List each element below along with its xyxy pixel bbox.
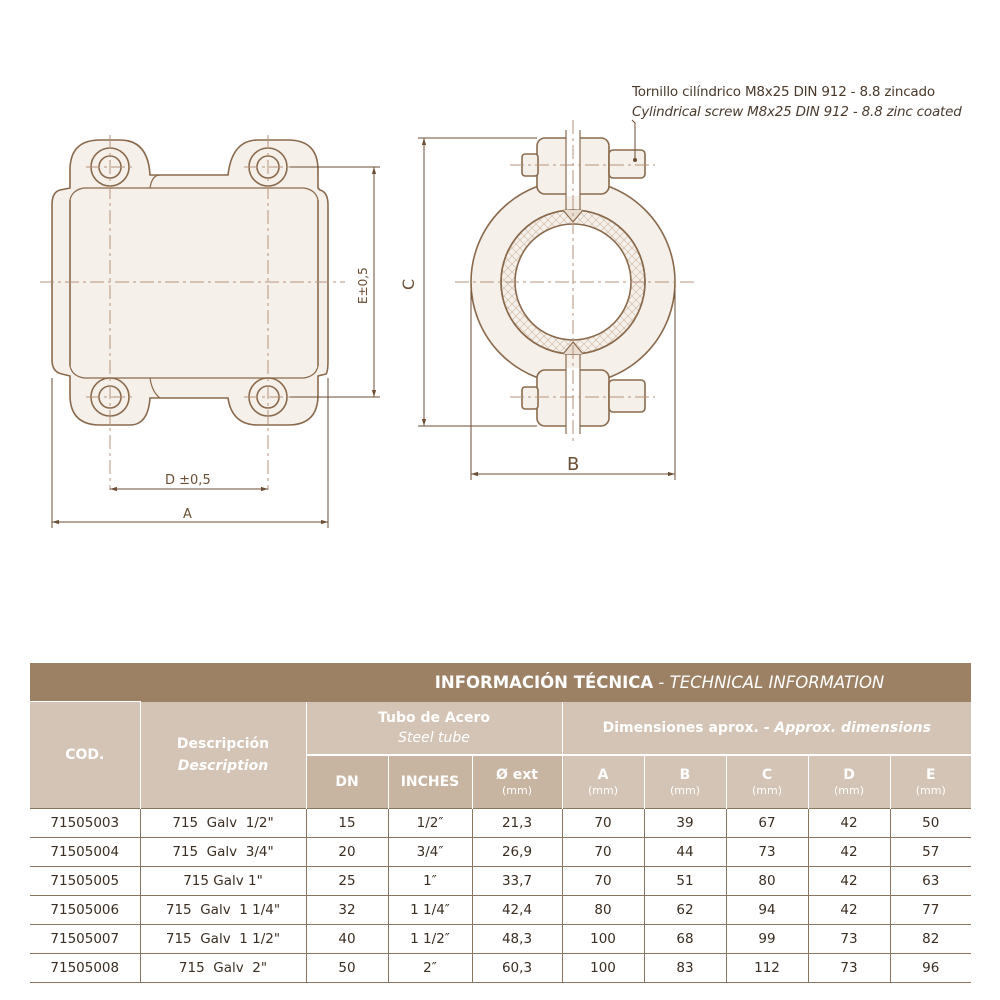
cell-inches: 1 1/4″ <box>388 895 473 925</box>
cell-dn: 15 <box>306 807 389 838</box>
header-b: B(mm) <box>644 754 727 808</box>
dim-label-e: E±0,5 <box>356 267 370 304</box>
header-inches: INCHES <box>388 754 473 808</box>
header-d: D(mm) <box>808 754 891 808</box>
screw-leader <box>631 119 636 160</box>
cell-b: 44 <box>644 837 727 867</box>
cell-cod: 71505007 <box>30 924 141 954</box>
cell-cod: 71505008 <box>30 953 141 983</box>
cell-a: 70 <box>562 837 645 867</box>
dim-label-a: A <box>183 507 192 522</box>
cell-ext-diameter: 21,3 <box>472 807 563 838</box>
cell-a: 100 <box>562 953 645 983</box>
cell-inches: 1 1/2″ <box>388 924 473 954</box>
technical-info-table: INFORMACIÓN TÉCNICA - TECHNICAL INFORMAT… <box>30 663 972 983</box>
cell-inches: 2″ <box>388 953 473 983</box>
header-ext-diameter: Ø ext(mm) <box>472 754 563 808</box>
front-centerlines <box>40 135 345 490</box>
cell-b: 83 <box>644 953 727 983</box>
cell-c: 99 <box>726 924 809 954</box>
cell-e: 63 <box>890 866 972 896</box>
cell-d: 73 <box>808 953 891 983</box>
cell-a: 70 <box>562 866 645 896</box>
cell-ext-diameter: 48,3 <box>472 924 563 954</box>
technical-drawing: D ±0,5 A E±0,5 <box>40 119 695 528</box>
cell-description: 715 Galv 2" <box>140 953 307 983</box>
cell-dn: 40 <box>306 924 389 954</box>
cell-e: 77 <box>890 895 972 925</box>
cell-cod: 71505004 <box>30 837 141 867</box>
cell-c: 80 <box>726 866 809 896</box>
dim-label-b: B <box>567 454 579 475</box>
cell-ext-diameter: 26,9 <box>472 837 563 867</box>
cell-d: 73 <box>808 924 891 954</box>
cell-ext-diameter: 33,7 <box>472 866 563 896</box>
cell-dn: 32 <box>306 895 389 925</box>
dim-label-d: D ±0,5 <box>165 473 211 488</box>
cell-d: 42 <box>808 807 891 838</box>
cell-cod: 71505006 <box>30 895 141 925</box>
screw-note-en: Cylindrical screw M8x25 DIN 912 - 8.8 zi… <box>632 104 962 120</box>
cell-b: 39 <box>644 807 727 838</box>
cell-dn: 25 <box>306 866 389 896</box>
cell-inches: 3/4″ <box>388 837 473 867</box>
cell-d: 42 <box>808 837 891 867</box>
cell-e: 96 <box>890 953 972 983</box>
header-cod: COD. <box>30 701 141 808</box>
cell-cod: 71505003 <box>30 807 141 838</box>
cell-inches: 1″ <box>388 866 473 896</box>
cell-b: 62 <box>644 895 727 925</box>
table-title: INFORMACIÓN TÉCNICA - TECHNICAL INFORMAT… <box>30 663 972 702</box>
cell-a: 100 <box>562 924 645 954</box>
cell-description: 715 Galv 3/4" <box>140 837 307 867</box>
dim-label-c: C <box>399 279 418 290</box>
cell-c: 73 <box>726 837 809 867</box>
header-c: C(mm) <box>726 754 809 808</box>
cell-description: 715 Galv 1 1/2" <box>140 924 307 954</box>
cell-ext-diameter: 60,3 <box>472 953 563 983</box>
table-title-en: TECHNICAL INFORMATION <box>669 672 885 692</box>
screw-note-es: Tornillo cilíndrico M8x25 DIN 912 - 8.8 … <box>632 84 935 100</box>
cell-c: 112 <box>726 953 809 983</box>
cell-c: 67 <box>726 807 809 838</box>
header-dn: DN <box>306 754 389 808</box>
cell-d: 42 <box>808 895 891 925</box>
header-a: A(mm) <box>562 754 645 808</box>
cell-e: 50 <box>890 807 972 838</box>
cell-a: 70 <box>562 807 645 838</box>
cell-b: 51 <box>644 866 727 896</box>
cell-e: 82 <box>890 924 972 954</box>
cell-c: 94 <box>726 895 809 925</box>
side-centerlines <box>455 120 695 445</box>
cell-ext-diameter: 42,4 <box>472 895 563 925</box>
cell-inches: 1/2″ <box>388 807 473 838</box>
cell-a: 80 <box>562 895 645 925</box>
cell-dn: 50 <box>306 953 389 983</box>
cell-description: 715 Galv 1 1/4" <box>140 895 307 925</box>
cell-e: 57 <box>890 837 972 867</box>
cell-d: 42 <box>808 866 891 896</box>
cell-b: 68 <box>644 924 727 954</box>
cell-dn: 20 <box>306 837 389 867</box>
cell-description: 715 Galv 1/2" <box>140 807 307 838</box>
header-approx-dimensions: Dimensiones aprox. - Approx. dimensions <box>562 701 972 756</box>
screw-note: Tornillo cilíndrico M8x25 DIN 912 - 8.8 … <box>632 82 962 122</box>
header-e: E(mm) <box>890 754 972 808</box>
table-title-es: INFORMACIÓN TÉCNICA <box>434 672 654 692</box>
cell-description: 715 Galv 1" <box>140 866 307 896</box>
cell-cod: 71505005 <box>30 866 141 896</box>
